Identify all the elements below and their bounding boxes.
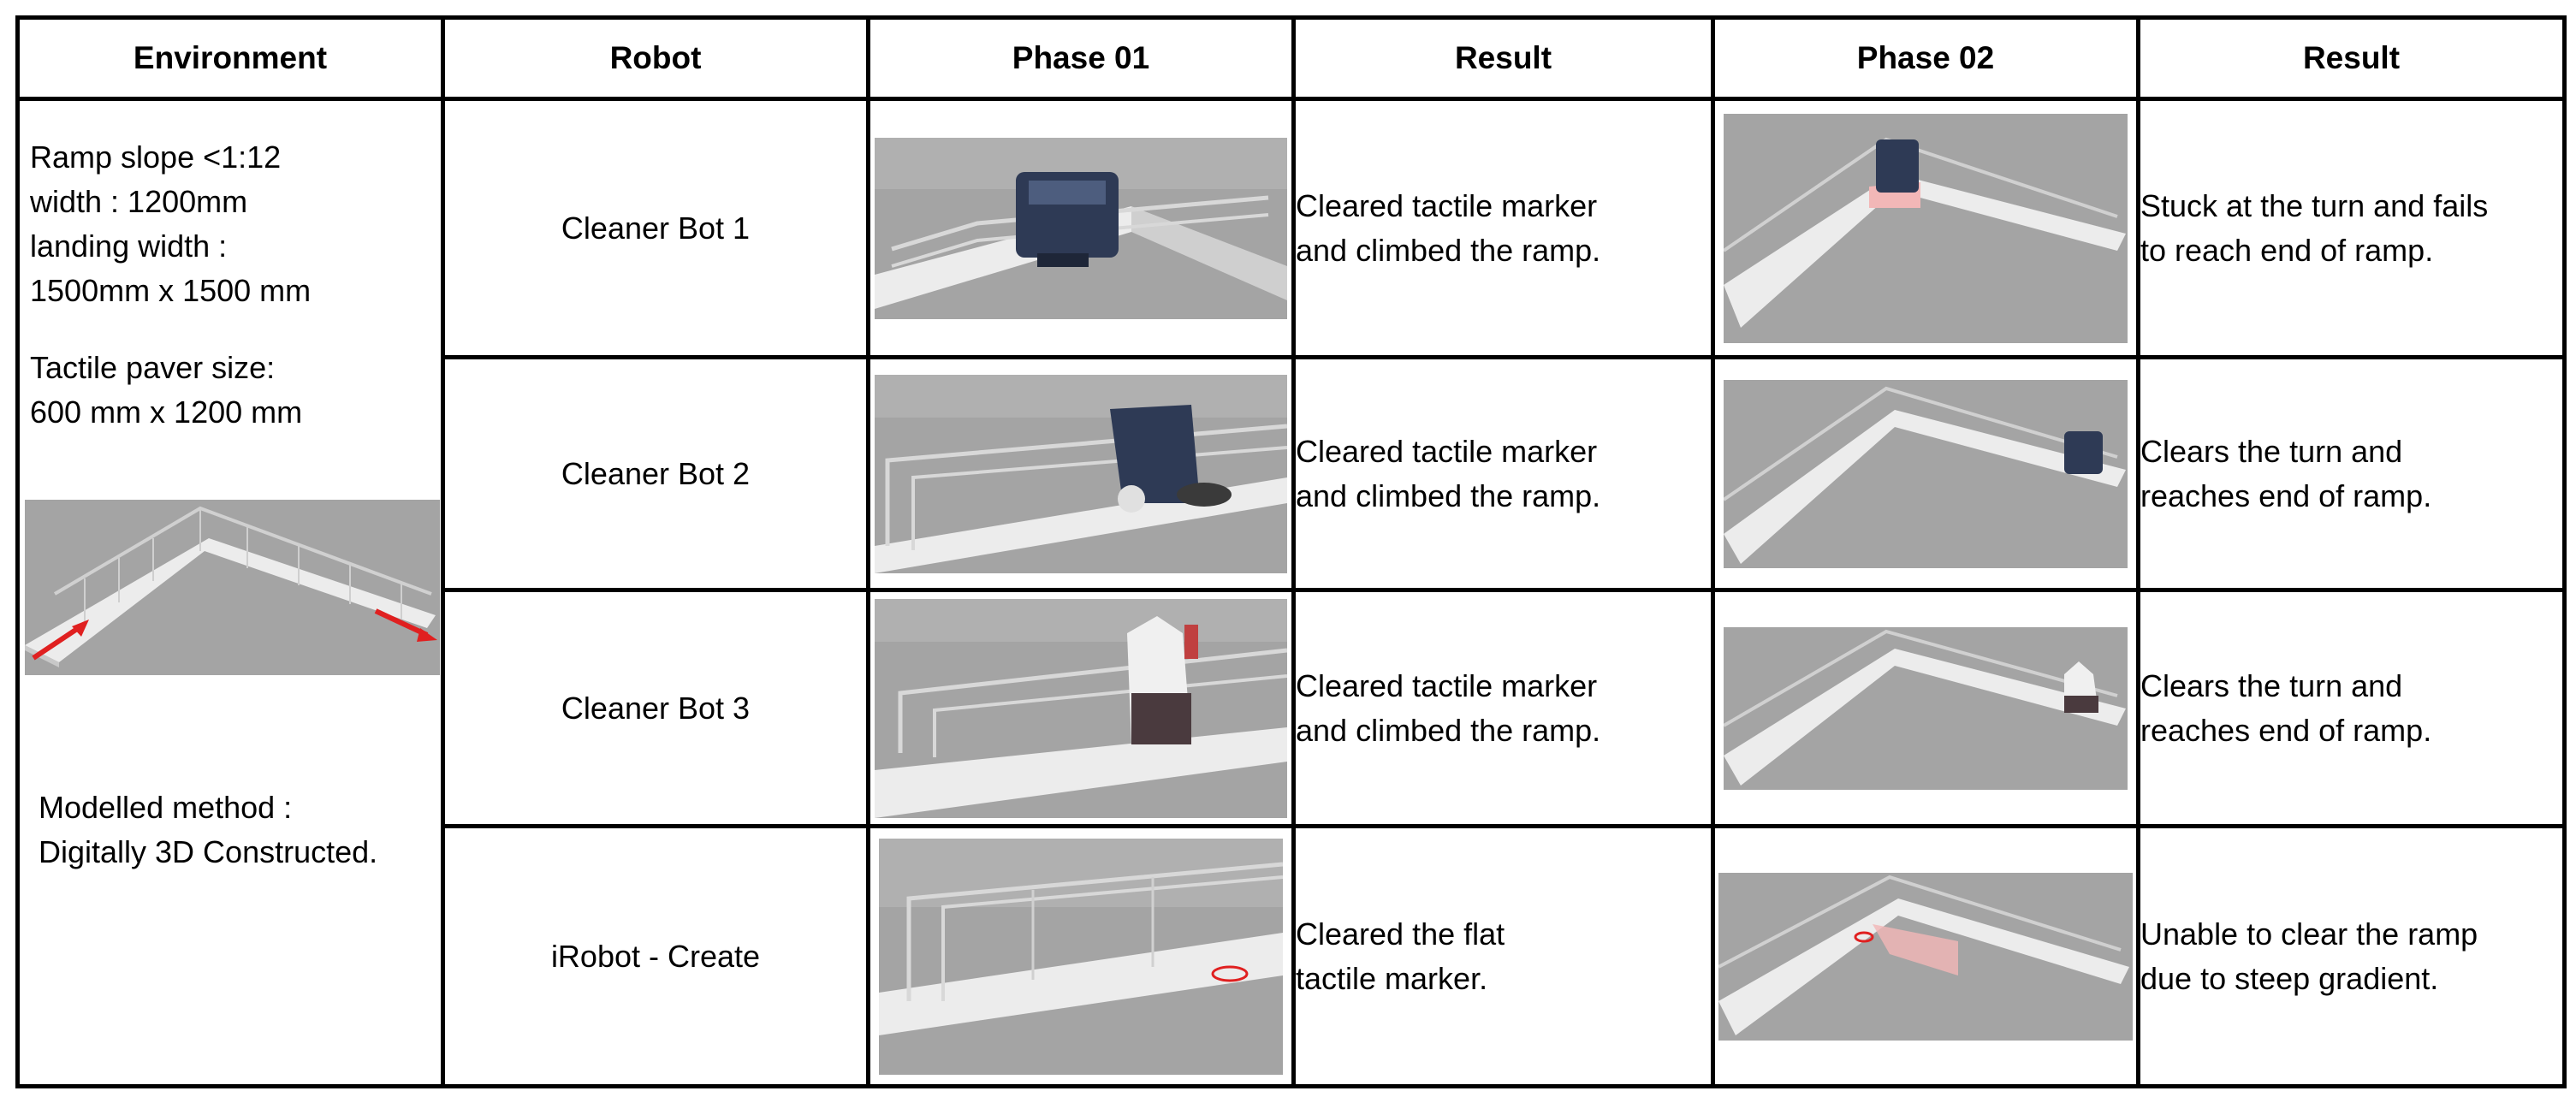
phase1-image-cell [866, 824, 1296, 1088]
phase2-image-cell [1711, 97, 2140, 359]
robot-name: iRobot - Create [441, 824, 870, 1088]
header-environment: Environment [15, 15, 445, 101]
phase1-result: Cleared tactile marker and climbed the r… [1291, 355, 1715, 592]
phase1-image-cell [866, 588, 1296, 828]
environment-cell: Ramp slope <1:12 width : 1200mm landing … [15, 97, 445, 1088]
header-phase-01: Phase 01 [866, 15, 1296, 101]
paver-spec-text: Tactile paver size: 600 mm x 1200 mm [30, 350, 303, 430]
results-table: Environment Robot Phase 01 Result Phase … [15, 15, 2567, 1088]
header-result-2: Result [2136, 15, 2567, 101]
ramp-scene-image [25, 500, 440, 675]
phase2-result: Stuck at the turn and fails to reach end… [2136, 97, 2567, 359]
robot-render-image [875, 598, 1287, 818]
table-row: Cleaner Bot 2 Cleared tactile marker [18, 355, 2567, 592]
header-robot: Robot [441, 15, 870, 101]
phase2-image-cell [1711, 355, 2140, 592]
header-phase-02: Phase 02 [1711, 15, 2140, 101]
phase2-image-cell [1711, 824, 2140, 1088]
phase1-image-cell [866, 355, 1296, 592]
table-row: iRobot - Create Cleared t [18, 824, 2567, 1088]
phase1-result: Cleared tactile marker and climbed the r… [1291, 97, 1715, 359]
table-row: Cleaner Bot 3 Cleared tactile marker [18, 588, 2567, 828]
robot-render-image [1718, 872, 2133, 1041]
phase1-image-cell [866, 97, 1296, 359]
phase2-result: Unable to clear the ramp due to steep gr… [2136, 824, 2567, 1088]
robot-render-image [1724, 626, 2128, 790]
phase2-image-cell [1711, 588, 2140, 828]
robot-render-image [875, 137, 1287, 319]
robot-name: Cleaner Bot 3 [441, 588, 870, 828]
robot-render-image [875, 374, 1287, 573]
robot-render-image [1724, 113, 2128, 343]
method-text: Modelled method : Digitally 3D Construct… [39, 790, 378, 869]
robot-render-image [879, 838, 1283, 1075]
phase2-result: Clears the turn and reaches end of ramp. [2136, 355, 2567, 592]
table-row: Ramp slope <1:12 width : 1200mm landing … [15, 97, 2567, 1088]
phase2-result: Clears the turn and reaches end of ramp. [2136, 588, 2567, 828]
robot-render-image [1724, 379, 2128, 568]
phase1-result: Cleared tactile marker and climbed the r… [1291, 588, 1715, 828]
header-result-1: Result [1291, 15, 1715, 101]
header-row: Environment Robot Phase 01 Result Phase … [15, 15, 2567, 101]
robot-name: Cleaner Bot 1 [441, 97, 870, 359]
phase1-result: Cleared the flat tactile marker. [1291, 824, 1715, 1088]
robot-name: Cleaner Bot 2 [441, 355, 870, 592]
ramp-spec-text: Ramp slope <1:12 width : 1200mm landing … [30, 139, 312, 308]
